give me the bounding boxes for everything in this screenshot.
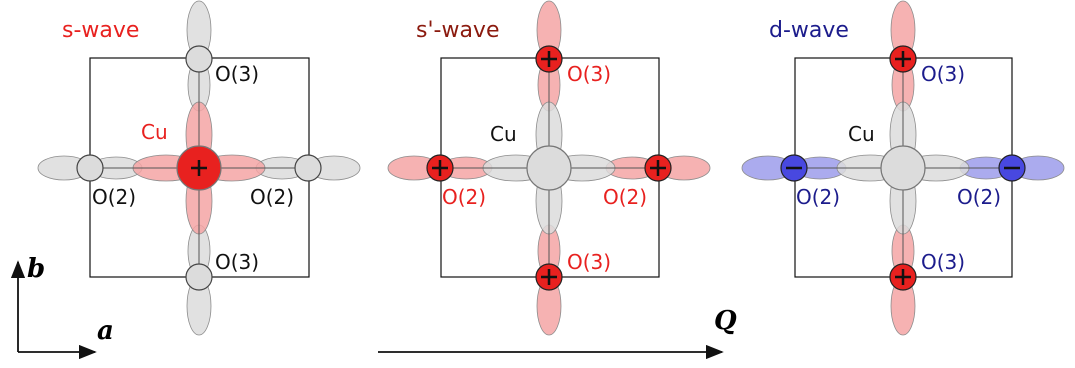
cu-label: Cu <box>490 122 517 146</box>
o3-atom-bottom <box>185 263 213 291</box>
q-vector-label: Q <box>714 306 737 336</box>
o3-top-label: O(3) <box>567 62 612 86</box>
o2-atom-left <box>76 154 104 182</box>
cu-atom <box>880 145 926 191</box>
o2-sign-left <box>432 160 448 176</box>
o2-right-label: O(2) <box>603 185 648 209</box>
o3-sign-bottom <box>541 269 557 285</box>
cu-sign <box>191 160 207 176</box>
o2-left-label: O(2) <box>796 185 841 209</box>
cu-atom <box>526 145 572 191</box>
o2-right-label: O(2) <box>250 185 295 209</box>
o3-sign-bottom <box>895 269 911 285</box>
cu-label: Cu <box>141 120 168 144</box>
o3-top-label: O(3) <box>215 62 260 86</box>
o2-left-label: O(2) <box>92 185 137 209</box>
o2-right-label: O(2) <box>957 185 1002 209</box>
o3-atom-top <box>185 45 213 73</box>
o2-left-label: O(2) <box>442 185 487 209</box>
o2-atom-right <box>294 154 322 182</box>
axis-b-label: b <box>27 254 46 284</box>
o3-sign-top <box>895 51 911 67</box>
o3-bottom-label: O(3) <box>215 250 260 274</box>
cu-label: Cu <box>848 122 875 146</box>
panel-title-s-prime-wave: s'-wave <box>416 18 500 43</box>
o3-top-label: O(3) <box>921 62 966 86</box>
o3-sign-top <box>541 51 557 67</box>
o2-sign-right <box>650 160 666 176</box>
axis-a-label: a <box>97 316 114 346</box>
o3-bottom-label: O(3) <box>567 250 612 274</box>
panel-title-s-wave: s-wave <box>62 18 140 43</box>
panel-title-d-wave: d-wave <box>769 18 849 43</box>
o3-bottom-label: O(3) <box>921 250 966 274</box>
